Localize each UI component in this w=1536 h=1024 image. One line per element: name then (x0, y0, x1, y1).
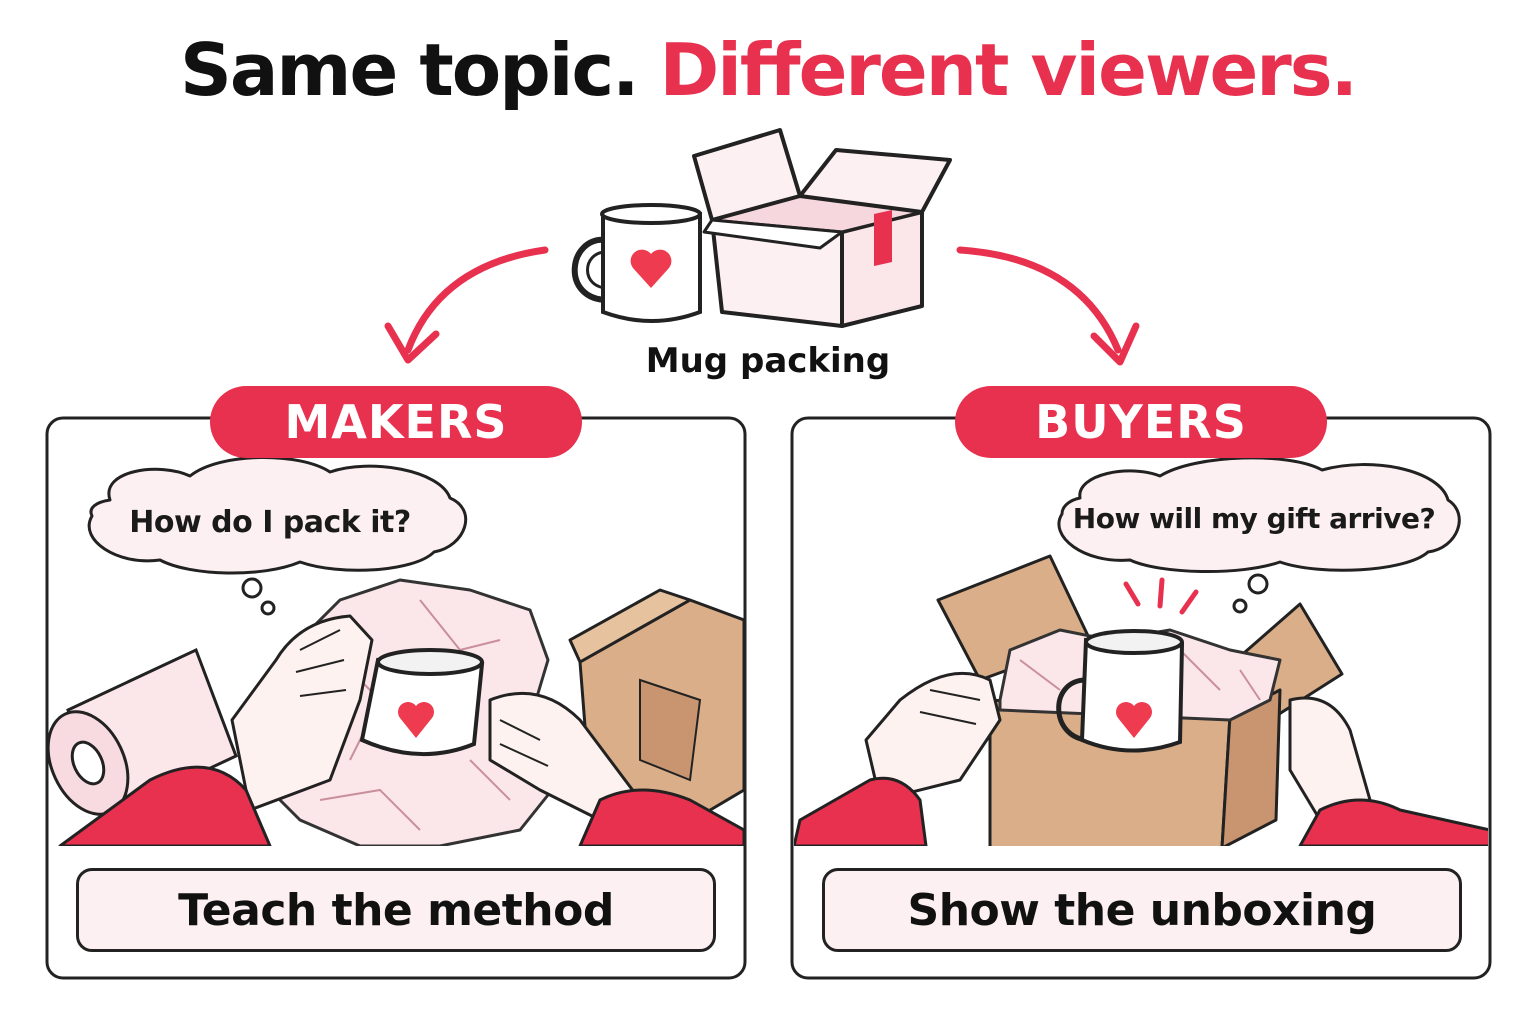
arrow-to-makers-icon (384, 246, 549, 364)
buyers-thought-text: How will my gift arrive? (1072, 501, 1436, 535)
makers-thought-text: How do I pack it? (129, 504, 411, 540)
open-box-icon (692, 128, 952, 328)
hands-unboxing-mug-illustration (794, 554, 1488, 846)
buyers-tag: BUYERS (955, 386, 1327, 458)
arrow-to-buyers-icon (956, 246, 1140, 366)
mug-heart-icon (571, 203, 702, 323)
makers-caption: Teach the method (76, 868, 716, 952)
headline-part-2: Different viewers. (659, 28, 1358, 112)
buyers-caption: Show the unboxing (822, 868, 1462, 952)
headline-part-1: Same topic. (179, 28, 639, 112)
buyers-thought-bubble (1057, 456, 1461, 614)
headline: Same topic. Different viewers. (0, 22, 1536, 118)
topic-label: Mug packing (645, 341, 891, 381)
makers-thought-bubble (87, 455, 468, 616)
hands-wrapping-mug-illustration (48, 578, 744, 846)
makers-tag: MAKERS (210, 386, 582, 458)
